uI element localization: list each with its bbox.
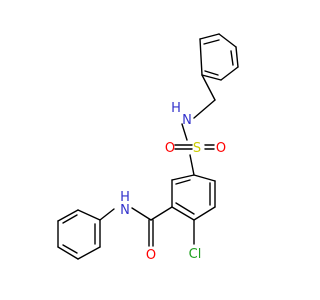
anilide-ring [57, 209, 101, 260]
ring-carbonyl-bond [150, 206, 173, 221]
benzyl-ring [199, 33, 239, 81]
chlorine-label: Cl [189, 247, 202, 262]
sulfonyl-s-label: S [193, 141, 201, 156]
n-phenyl-bond [99, 208, 115, 221]
bonds [57, 33, 239, 260]
sulfonyl-o-left-label: O [165, 141, 175, 156]
sulfonamide-n-label: N [182, 113, 192, 128]
ch2-n-bond [193, 99, 216, 119]
amide-n-label: N [120, 203, 130, 218]
amide-h-label: H [120, 190, 130, 205]
carbonyl-n-bond [131, 207, 152, 221]
n-s-bond [181, 123, 188, 141]
central-ring [171, 174, 216, 221]
s-o-left-double-bond [174, 144, 193, 150]
sulfonamide-h-label: H [171, 101, 181, 116]
carbonyl-double-bond [148, 219, 154, 247]
benzyl-ch2-bond [201, 74, 216, 101]
sulfonyl-o-right-label: O [216, 141, 226, 156]
carbonyl-o-label: O [146, 248, 156, 263]
structure-diagram: H N O S O H N O Cl [57, 33, 239, 263]
s-o-right-double-bond [204, 144, 215, 150]
s-ring-bond [189, 154, 195, 176]
